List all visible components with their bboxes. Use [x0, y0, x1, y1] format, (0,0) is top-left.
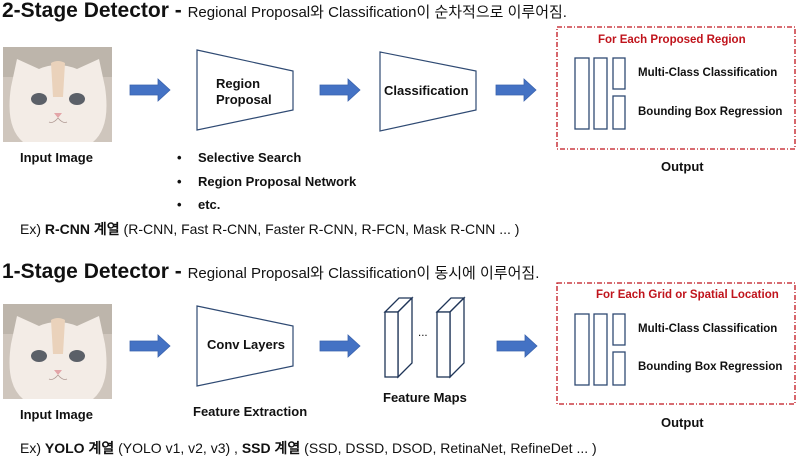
feature-map [384, 297, 413, 378]
output-bar [612, 95, 626, 130]
output-box-title: For Each Grid or Spatial Location [596, 289, 779, 301]
output-bar [612, 57, 626, 90]
cat-input-image [2, 46, 113, 143]
input-image-label: Input Image [20, 407, 93, 422]
output-item-classification: Multi-Class Classification [638, 67, 778, 79]
output-item-bbox: Bounding Box Regression [638, 106, 783, 118]
conv-layers-label: Conv Layers [207, 337, 286, 352]
feature-map [436, 297, 465, 378]
arrow-icon [319, 78, 361, 102]
cat-input-image [2, 303, 113, 400]
output-label: Output [661, 159, 704, 174]
two-stage-title: 2-Stage Detector - [2, 0, 182, 22]
output-box-title: For Each Proposed Region [598, 34, 746, 46]
input-image-label: Input Image [20, 150, 93, 165]
arrow-icon [495, 78, 537, 102]
output-bar [612, 351, 626, 386]
output-bar [574, 57, 590, 130]
output-bar [593, 313, 608, 386]
arrow-icon [129, 78, 171, 102]
two-stage-examples: Ex) R-CNN 계열 (R-CNN, Fast R-CNN, Faster … [20, 221, 520, 237]
output-label: Output [661, 415, 704, 430]
output-item-bbox: Bounding Box Regression [638, 361, 783, 373]
conv-layers-trapezoid [196, 305, 294, 387]
one-stage-heading: 1-Stage Detector - Regional Proposal와 Cl… [2, 260, 539, 284]
feature-extraction-label: Feature Extraction [193, 404, 308, 419]
bullet-item: •Region Proposal Network [177, 173, 357, 189]
one-stage-title: 1-Stage Detector - [2, 260, 182, 283]
ellipsis: ... [418, 327, 428, 339]
classification-trapezoid [379, 51, 477, 132]
bullet-item: •etc. [177, 197, 221, 212]
output-bar [593, 57, 608, 130]
output-box [556, 282, 796, 405]
region-label-line1: Region [216, 76, 261, 91]
arrow-icon [496, 334, 538, 358]
bullet-item: •Selective Search [177, 150, 302, 165]
arrow-icon [129, 334, 171, 358]
one-stage-examples: Ex) YOLO 계열 (YOLO v1, v2, v3) , SSD 계열 (… [20, 440, 597, 456]
bullet-list: •Selective Search •Region Proposal Netwo… [177, 146, 356, 217]
region-proposal-trapezoid [196, 49, 294, 131]
region-label-line2: Proposal [216, 92, 272, 107]
output-bar [612, 313, 626, 346]
two-stage-heading: 2-Stage Detector - Regional Proposal와 Cl… [2, 0, 567, 23]
arrow-icon [319, 334, 361, 358]
feature-maps-label: Feature Maps [383, 390, 467, 405]
classification-label: Classification [384, 83, 469, 98]
two-stage-subtitle: Regional Proposal와 Classification이 순차적으로… [187, 4, 567, 21]
output-bar [574, 313, 590, 386]
output-item-classification: Multi-Class Classification [638, 323, 778, 335]
one-stage-subtitle: Regional Proposal와 Classification이 동시에 이… [187, 265, 540, 282]
